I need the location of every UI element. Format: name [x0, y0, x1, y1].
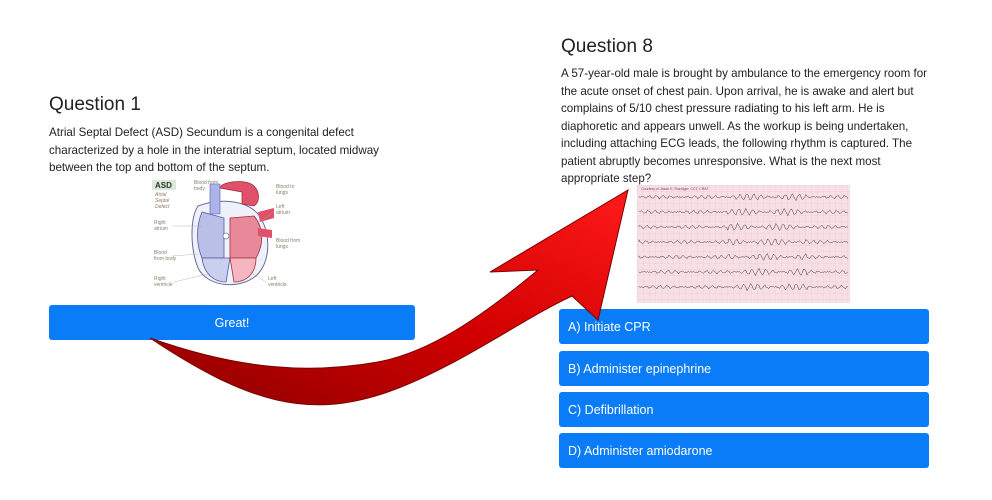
great-button[interactable]: Great!	[49, 305, 415, 340]
option-d-button[interactable]: D) Administer amiodarone	[559, 433, 929, 468]
asd-tag-sub: Atrial Septal Defect	[154, 192, 171, 210]
asd-tag: ASD	[155, 181, 172, 190]
ecg-trace-line	[638, 252, 848, 261]
question-8-text: A 57-year-old male is brought by ambulan…	[561, 67, 928, 185]
question-1-title: Question 1	[49, 94, 141, 115]
ecg-caption: Courtesy of Jason E. Roediger, CCT, CRAT	[641, 187, 709, 191]
ecg-trace-line	[638, 193, 849, 202]
ecg-trace-line	[638, 222, 848, 232]
question-8-title: Question 8	[561, 36, 653, 57]
asd-tag-box	[152, 180, 176, 190]
ecg-trace-line	[638, 207, 848, 217]
ecg-trace-line	[638, 238, 849, 246]
option-b-button[interactable]: B) Administer epinephrine	[559, 351, 929, 386]
option-c-button[interactable]: C) Defibrillation	[559, 392, 929, 427]
question-1-text: Atrial Septal Defect (ASD) Secundum is a…	[49, 126, 379, 174]
asd-heart-diagram: ASD Atrial Septal Defect Blood from body…	[150, 178, 312, 296]
ecg-trace-line	[638, 267, 848, 277]
option-a-button[interactable]: A) Initiate CPR	[559, 309, 929, 344]
ecg-trace-line	[638, 283, 848, 292]
ecg-rhythm-strip: Courtesy of Jason E. Roediger, CCT, CRAT	[637, 185, 850, 303]
